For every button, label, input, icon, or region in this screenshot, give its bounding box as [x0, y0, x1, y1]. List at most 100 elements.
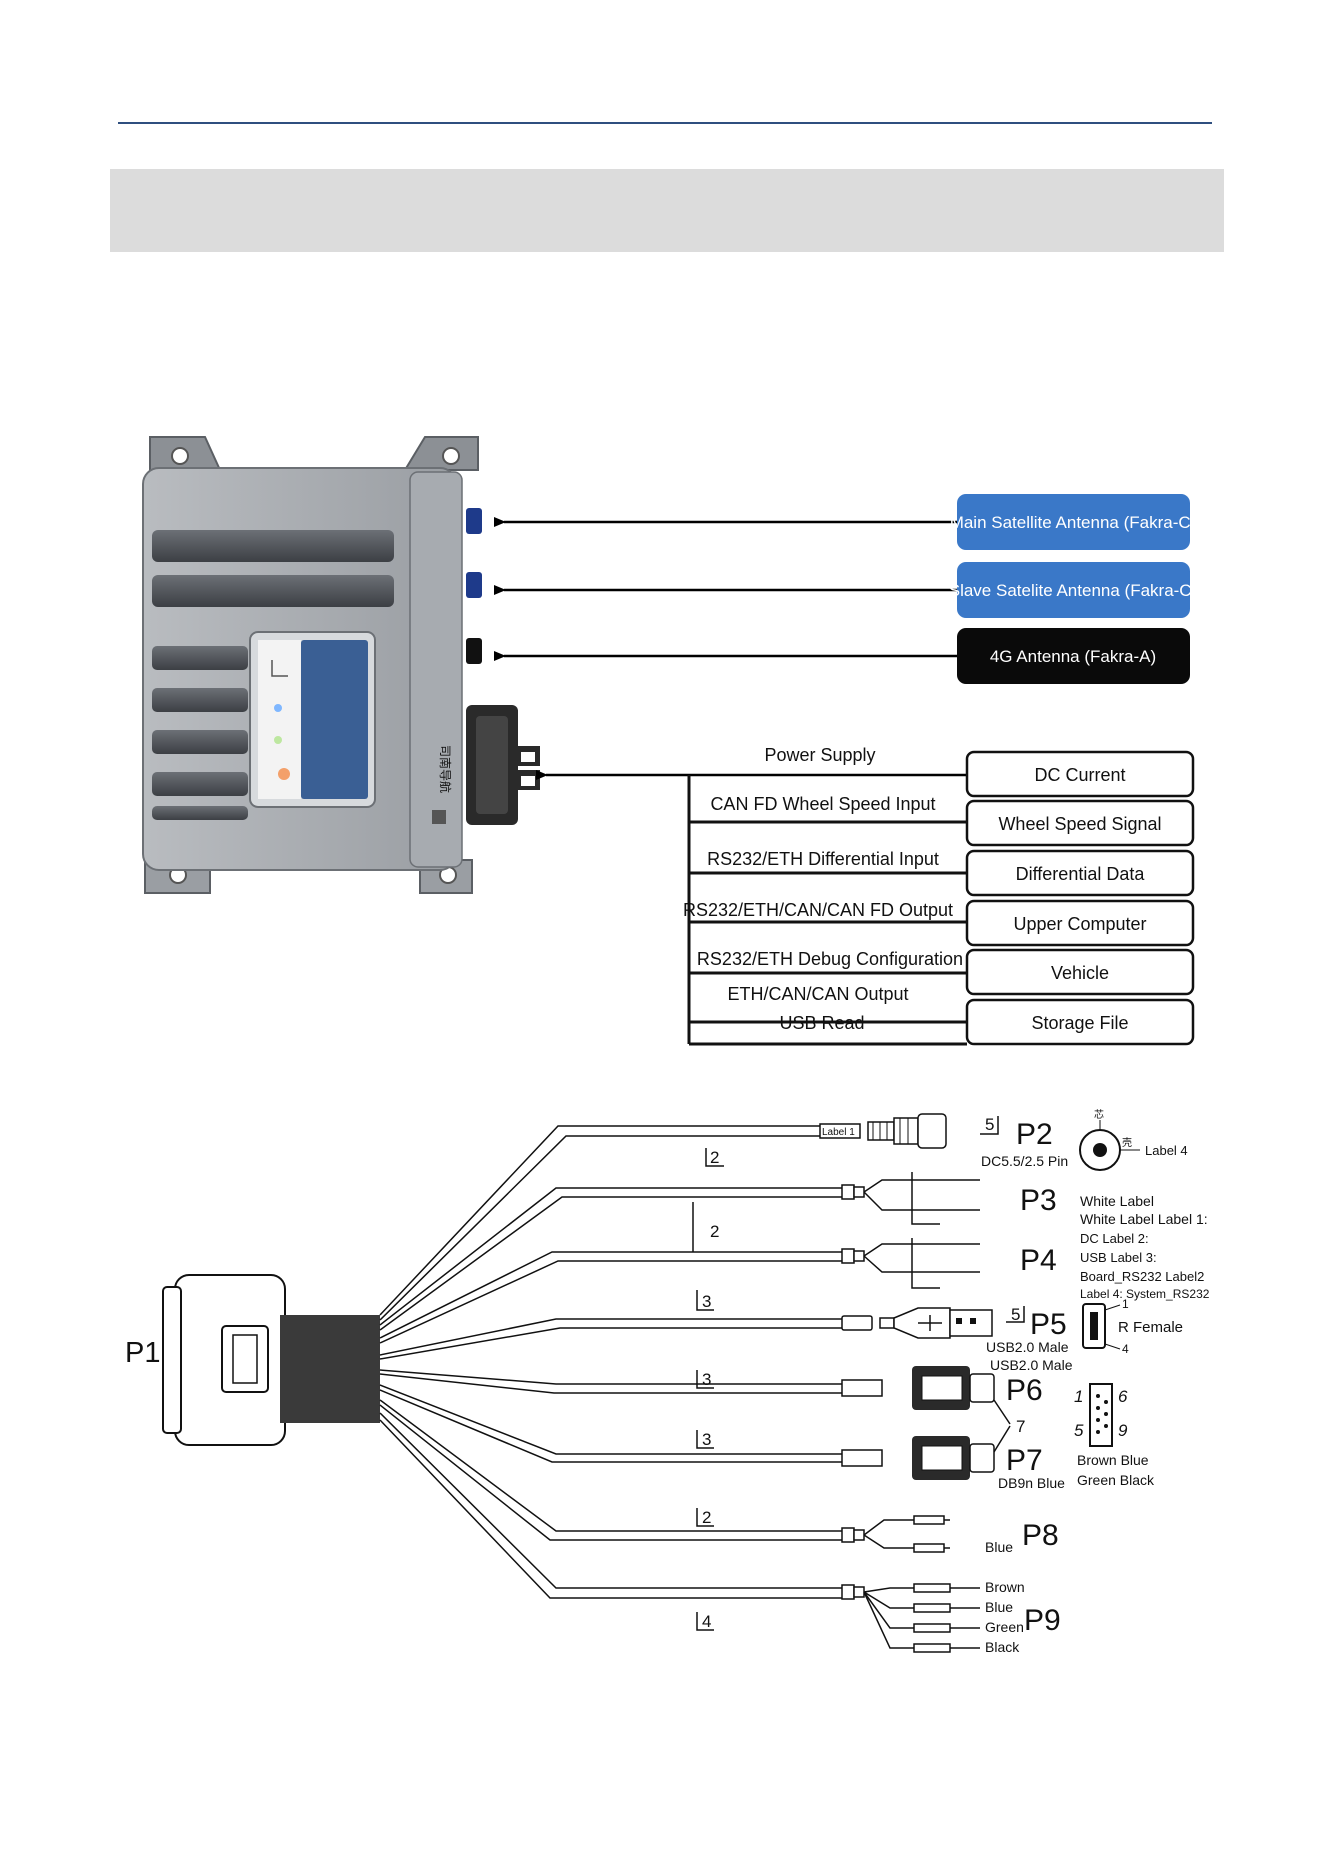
target-box-differential-data — [965, 849, 1195, 897]
p2-name: P2 — [1016, 1118, 1053, 1151]
label-note-2: DC Label 2: — [1080, 1231, 1149, 1246]
p2-label-tag: Label 1 — [822, 1127, 855, 1138]
dc-jack-inner-glyph: 芯 — [1094, 1108, 1104, 1121]
function-debug-config: RS232/ETH Debug Configuration — [697, 949, 963, 969]
label-note-3: USB Label 3: — [1080, 1250, 1157, 1265]
p5-name: P5 — [1030, 1308, 1067, 1341]
status-led-orange — [278, 768, 290, 780]
db9-pin-9: 9 — [1118, 1421, 1128, 1440]
slave-antenna-connector — [466, 572, 482, 598]
p9-name: P9 — [1024, 1604, 1061, 1637]
target-storage-file: Storage File — [1031, 1013, 1128, 1033]
function-can-fd-wheel-speed: CAN FD Wheel Speed Input — [710, 794, 935, 814]
usb-pin-1: 1 — [1122, 1297, 1129, 1311]
p9-length: 4 — [702, 1612, 711, 1631]
p9-wire-3: Black — [985, 1639, 1020, 1655]
p5-usb-plug — [841, 1307, 993, 1339]
signal-target-boxes: DC Current Wheel Speed Signal Differenti… — [965, 750, 1195, 1046]
p4-fork — [841, 1238, 980, 1289]
signal-table — [687, 775, 967, 1046]
p1-sleeve — [280, 1315, 380, 1423]
header-rule — [118, 122, 1212, 124]
p6-sub: USB2.0 Male — [990, 1357, 1073, 1373]
p3-name: P3 — [1020, 1184, 1057, 1217]
dc-jack-label: Label 4 — [1145, 1143, 1188, 1158]
dc-jack-face-icon — [1079, 1120, 1140, 1171]
status-screen — [301, 640, 368, 799]
mount-tab-top-right — [403, 436, 479, 471]
target-differential-data: Differential Data — [1016, 864, 1146, 884]
p8-wire-color: Blue — [985, 1539, 1013, 1555]
p5-sub: USB2.0 Male — [986, 1339, 1069, 1355]
section-banner — [110, 169, 1224, 252]
label-note-4: Board_RS232 Label2 — [1080, 1269, 1204, 1284]
target-box-upper-computer — [965, 899, 1195, 947]
power-data-connector — [466, 705, 540, 825]
usb-female-face-icon — [1082, 1303, 1121, 1350]
status-led-green — [274, 736, 282, 744]
function-usb-read: USB Read — [779, 1013, 864, 1033]
main-antenna-connector — [466, 508, 482, 534]
db9-colors-line2: Green Black — [1077, 1472, 1155, 1488]
p7-sub: DB9n Blue — [998, 1475, 1065, 1491]
p3-p4-length: 2 — [710, 1222, 719, 1241]
length-marks — [692, 1148, 724, 1631]
device-brand-text: 司南导航 — [438, 745, 453, 793]
p1-label: P1 — [125, 1337, 160, 1369]
db9-pin-6: 6 — [1118, 1387, 1128, 1406]
status-led-blue — [274, 704, 282, 712]
4g-antenna-label: 4G Antenna (Fakra-A) — [990, 647, 1156, 666]
slave-antenna-label: Slave Satelite Antenna (Fakra-C) — [949, 581, 1198, 600]
function-rs232-eth-diff-input: RS232/ETH Differential Input — [707, 849, 939, 869]
p7-length: 3 — [702, 1430, 711, 1449]
p9-wire-1: Blue — [985, 1599, 1013, 1615]
target-wheel-speed: Wheel Speed Signal — [998, 814, 1161, 834]
function-power-supply: Power Supply — [764, 745, 875, 765]
p2-num: 5 — [985, 1115, 994, 1134]
antenna-arrows — [494, 517, 967, 780]
dc-jack-outer-glyph: 壳 — [1122, 1136, 1132, 1149]
p6-name: P6 — [1006, 1374, 1043, 1407]
harness-wires — [379, 1125, 842, 1599]
label-note-1: White Label Label 1: — [1080, 1211, 1208, 1227]
4g-antenna-box — [957, 628, 1190, 684]
p9-fork — [841, 1583, 980, 1653]
db9-pin-1: 1 — [1074, 1387, 1083, 1406]
main-antenna-label: Main Satellite Antenna (Fakra-C) — [950, 513, 1197, 532]
signal-function-labels: Power Supply CAN FD Wheel Speed Input RS… — [683, 745, 963, 1033]
p3-fork — [841, 1172, 980, 1225]
usb-female-label: R Female — [1118, 1319, 1183, 1336]
label-note-0: White Label — [1080, 1193, 1154, 1209]
function-output: RS232/ETH/CAN/CAN FD Output — [683, 900, 953, 920]
p6-length: 3 — [702, 1370, 711, 1389]
p6-db9-plug — [841, 1366, 995, 1410]
p1-connector — [162, 1274, 380, 1446]
p5-length: 3 — [702, 1292, 711, 1311]
p4-name: P4 — [1020, 1244, 1057, 1277]
db9-colors-line1: Brown Blue — [1077, 1452, 1149, 1468]
p2-sub: DC5.5/2.5 Pin — [981, 1153, 1068, 1169]
p7-db9-plug — [841, 1436, 995, 1480]
p9-wire-0: Brown — [985, 1579, 1025, 1595]
slave-antenna-box — [957, 562, 1190, 618]
target-upper-computer: Upper Computer — [1013, 914, 1146, 934]
db9-pin-5: 5 — [1074, 1421, 1084, 1440]
p2-length: 2 — [710, 1148, 719, 1167]
main-antenna-box — [957, 494, 1190, 550]
target-box-wheel-speed — [965, 799, 1195, 847]
p8-length: 2 — [702, 1508, 711, 1527]
label-notes: White Label White Label Label 1: DC Labe… — [1080, 1193, 1210, 1301]
device-unit: 司南导航 — [142, 436, 540, 894]
target-box-vehicle — [965, 948, 1195, 996]
4g-antenna-connector — [466, 638, 482, 664]
target-box-storage-file — [965, 998, 1195, 1046]
label-note-5: Label 4: System_RS232 — [1080, 1287, 1210, 1301]
target-box-dc-current — [965, 750, 1195, 798]
p2-dc-plug — [819, 1113, 947, 1149]
target-dc-current: DC Current — [1034, 765, 1125, 785]
p8-name: P8 — [1022, 1519, 1059, 1552]
p5-num: 5 — [1011, 1305, 1020, 1324]
p8-fork — [841, 1515, 950, 1553]
function-eth-can-output: ETH/CAN/CAN Output — [727, 984, 908, 1004]
db9-face-icon — [1089, 1383, 1113, 1447]
